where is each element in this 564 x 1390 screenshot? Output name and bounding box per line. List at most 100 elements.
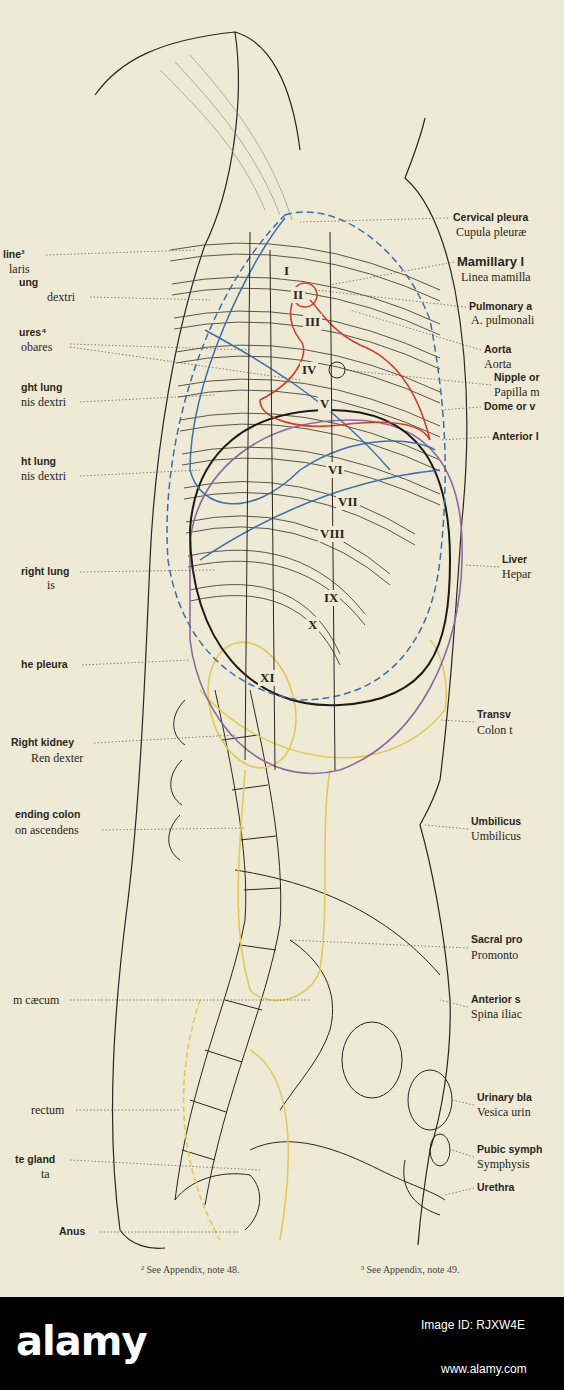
liver-outline <box>190 420 462 773</box>
latin-label: ta <box>40 1167 51 1182</box>
structure-label: Aorta <box>483 343 512 355</box>
figure-line <box>175 62 280 215</box>
figure-line <box>190 218 435 504</box>
figure-line <box>342 1022 402 1098</box>
watermark: www.alamy.com <box>440 1362 528 1376</box>
figure-line <box>270 250 275 770</box>
structure-label: Urethra <box>476 1181 515 1193</box>
figure-line <box>452 1100 474 1105</box>
latin-label: Colon t <box>476 723 514 738</box>
figure-line <box>175 690 246 1200</box>
figure-line <box>350 310 481 350</box>
figure-line <box>167 212 445 700</box>
figure-line <box>178 379 440 426</box>
figure-line <box>184 1000 220 1240</box>
figure-line <box>186 527 390 585</box>
figure-line <box>76 1110 180 1111</box>
latin-label: dextri <box>46 290 76 305</box>
structure-label: ending colon <box>14 808 81 820</box>
figure-line <box>330 232 335 770</box>
figure-line <box>452 1150 474 1157</box>
figure-line <box>190 55 292 220</box>
figure-line <box>250 1142 445 1200</box>
latin-label: m cæcum <box>12 993 60 1008</box>
figure-line <box>80 470 200 476</box>
figure-line <box>182 447 440 494</box>
structure-label: te gland <box>14 1153 56 1165</box>
structure-label: Pulmonary a <box>468 300 533 312</box>
rib-number: VIII <box>318 526 347 542</box>
figure-line <box>465 565 499 567</box>
watermark: alamy <box>15 1318 147 1364</box>
pleura-outline <box>190 410 450 705</box>
figure-line <box>425 825 468 829</box>
latin-label: Symphysis <box>476 1157 531 1172</box>
figure-line <box>70 1000 310 1001</box>
figure-line <box>172 288 440 335</box>
latin-label: A. pulmonali <box>470 313 535 328</box>
rib-number: XI <box>258 670 276 686</box>
structure-label: Anterior l <box>491 430 540 442</box>
structure-label: he pleura <box>20 658 69 670</box>
figure-line <box>195 632 309 777</box>
figure-line <box>200 330 440 560</box>
structure-label: Nipple or <box>493 371 541 383</box>
latin-label: rectum <box>30 1103 65 1118</box>
latin-label: Umbilicus <box>470 829 522 844</box>
rib-cage <box>170 243 440 665</box>
latin-label: Vesica urin <box>476 1105 532 1120</box>
rib-number: X <box>306 617 319 633</box>
latin-label: Papilla m <box>493 385 541 400</box>
figure-line <box>440 407 481 410</box>
vertical-lines <box>245 232 335 770</box>
rib-number: VI <box>326 462 344 478</box>
figure-line <box>445 1188 474 1195</box>
structure-label: ht lung <box>20 455 57 467</box>
figure-line <box>182 458 440 505</box>
figure-line <box>100 1232 240 1233</box>
figure-line <box>404 1160 440 1215</box>
structure-label: Liver <box>501 553 528 565</box>
heart-outline <box>260 283 430 440</box>
figure-line <box>186 516 390 574</box>
structure-label: ung <box>18 276 39 288</box>
figure-line <box>440 720 474 722</box>
structure-label: Pubic symph <box>476 1143 543 1155</box>
figure-line <box>300 218 448 222</box>
watermark-bar <box>0 1297 564 1390</box>
latin-label: Linea mamilla <box>460 270 532 285</box>
rib-number: V <box>318 396 331 412</box>
figure-line <box>235 870 440 975</box>
figure-line <box>238 770 330 1000</box>
structure-label: Anus <box>58 1225 86 1237</box>
figure-line <box>440 1000 468 1007</box>
rib-number: IX <box>322 590 340 606</box>
figure-line <box>260 290 430 440</box>
figure-line <box>46 250 195 255</box>
figure-line <box>345 370 491 385</box>
structure-label: Dome or v <box>483 400 536 412</box>
footnote: ² See Appendix, note 48. <box>140 1264 241 1275</box>
figure-line <box>280 940 333 1110</box>
structure-label: Anterior s <box>470 993 522 1005</box>
rib-number: III <box>303 314 322 330</box>
figure-line <box>82 660 190 665</box>
figure-line <box>80 395 215 402</box>
figure-line <box>178 390 440 437</box>
rib-number: VII <box>336 494 360 510</box>
figure-line <box>70 1160 260 1170</box>
structure-label: Sacral pro <box>470 933 523 945</box>
latin-label: obares <box>20 340 53 355</box>
latin-label: Aorta <box>483 357 512 372</box>
figure-line <box>408 1070 452 1130</box>
structure-label: Mamillary l <box>456 254 525 269</box>
rib-number: IV <box>300 362 318 378</box>
figure-line <box>90 297 210 300</box>
lung-outline <box>167 212 445 700</box>
spine-pelvis <box>169 690 452 1230</box>
figure-line <box>70 344 300 380</box>
figure-line <box>95 32 238 245</box>
structure-label: Cervical pleura <box>452 211 529 223</box>
structure-label: Right kidney <box>10 736 75 748</box>
figure-line <box>235 32 300 150</box>
